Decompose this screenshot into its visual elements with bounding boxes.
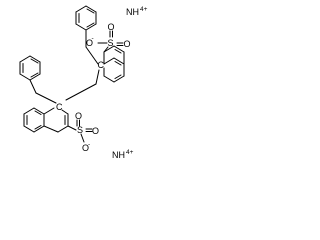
lower-ring-to-sulfur-bond — [67, 125, 77, 131]
upper-naphthalene-ring-a — [103, 57, 125, 83]
lower-oxygen-right-label: O — [92, 126, 99, 136]
lower-benzyl-ch2-bond-2 — [35, 92, 57, 104]
lower-naphthalene-ring-b — [43, 107, 69, 133]
lower-sulfonate-minus-label: - — [88, 141, 90, 148]
lower-sulfur-oxygen-down — [80, 133, 85, 143]
lower-oxygen-top-label: O — [75, 111, 82, 121]
lower-phenyl-ring — [19, 55, 41, 81]
bridge-bond-lower — [65, 83, 97, 101]
upper-sulfonate-minus-label: - — [92, 35, 94, 42]
lower-ammonium-label: NH — [112, 150, 125, 160]
lower-ammonium-charge: 4+ — [126, 149, 134, 156]
upper-ring-to-sulfur-bond — [103, 46, 109, 53]
upper-sulfur-label: S — [108, 38, 114, 48]
upper-oxygen-right-label: O — [124, 39, 131, 49]
upper-naphthalene-ring-b — [103, 45, 125, 65]
upper-oxygen-top-label: O — [108, 22, 115, 32]
lower-sulfur-label: S — [77, 125, 83, 135]
lower-naphthalene-ring-a — [23, 107, 45, 133]
chemical-structure-diagram: O - S O O NH 4+ C — [0, 0, 154, 169]
upper-ammonium-label: NH — [126, 7, 139, 17]
lower-quaternary-carbon-label: C — [56, 102, 63, 112]
upper-quaternary-carbon-label: C — [98, 60, 105, 70]
upper-ammonium-charge: 4+ — [140, 6, 148, 13]
upper-benzyl-ch2-bond-2 — [85, 46, 99, 65]
bridge-bond-upper — [95, 69, 100, 85]
upper-phenyl-ring — [75, 5, 97, 31]
upper-sulfonate-o-minus-label: O — [86, 38, 93, 48]
lower-sulfonate-o-minus-label: O — [82, 143, 89, 153]
lower-benzyl-ch2-bond-1 — [29, 79, 37, 94]
